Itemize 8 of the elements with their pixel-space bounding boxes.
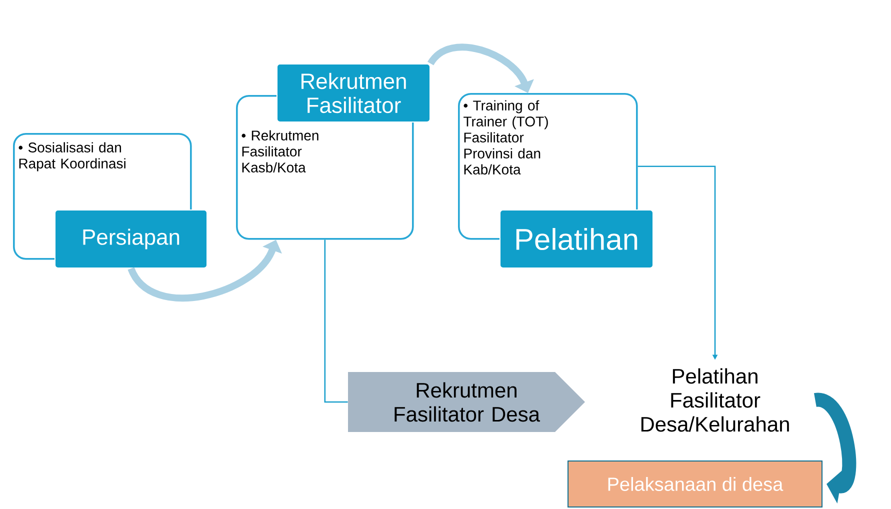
bullet-text: • Rekrutmen Fasilitator Kasb/Kota bbox=[242, 130, 318, 172]
bullet-text: • Training of Trainer (TOT) Fasilitator Provinsi dan Kab/Kota bbox=[464, 100, 548, 174]
title-tab: Pelatihan bbox=[500, 210, 654, 268]
title-tab: Persiapan bbox=[54, 210, 208, 268]
bullet-text: • Sosialisasi dan Rapat Koordinasi bbox=[18, 142, 126, 172]
title-tab: Rekrutmen Fasilitator bbox=[276, 64, 430, 122]
result-box: Pelaksanaan di desa bbox=[568, 460, 822, 508]
step-text: Pelatihan Fasilitator Desa/Kelurahan bbox=[641, 368, 789, 432]
